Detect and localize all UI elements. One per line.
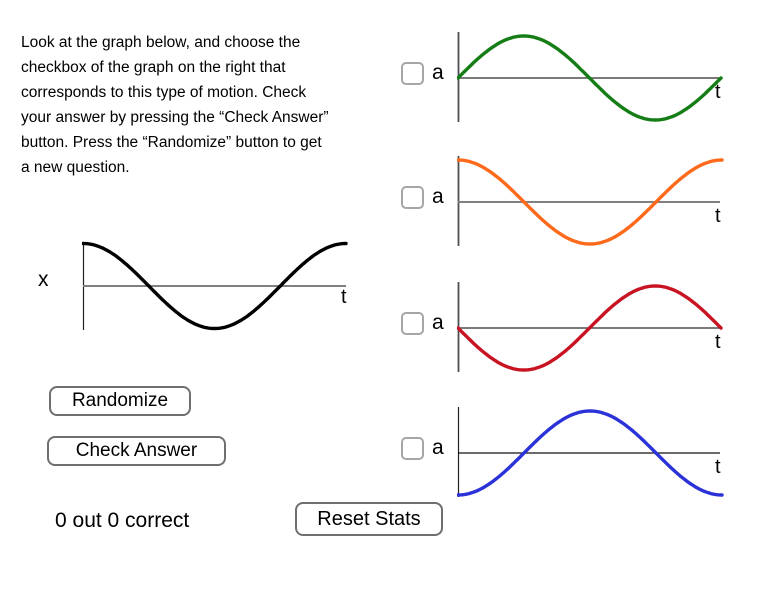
curve-line	[457, 284, 723, 372]
score-text: 0 out 0 correct	[55, 509, 190, 532]
option-2-plot-svg	[457, 156, 724, 246]
question-plot-svg	[82, 241, 348, 331]
option-4-a-label: a	[432, 436, 444, 459]
answer-option-row-2: a t	[395, 155, 735, 249]
option-1-a-label: a	[432, 61, 444, 84]
answer-option-row-3: a t	[395, 281, 735, 375]
option-2-checkbox[interactable]	[401, 186, 424, 209]
option-1-t-label: t	[715, 81, 721, 103]
option-3-plot-svg	[457, 282, 723, 372]
option-2-a-label: a	[432, 185, 444, 208]
option-1-plot-svg	[457, 32, 723, 122]
curve-line	[82, 241, 348, 331]
option-4-checkbox[interactable]	[401, 437, 424, 460]
question-graph-y-label: x	[38, 268, 49, 291]
option-3-t-label: t	[715, 331, 721, 353]
randomize-button[interactable]: Randomize	[49, 386, 191, 416]
question-graph-t-label: t	[341, 286, 347, 308]
option-4-plot-svg	[457, 407, 724, 497]
curve-line	[457, 409, 724, 497]
option-3-checkbox[interactable]	[401, 312, 424, 335]
option-4-t-label: t	[715, 456, 721, 478]
instructions-text: Look at the graph below, and choose the …	[21, 34, 329, 176]
reset-stats-button[interactable]: Reset Stats	[295, 502, 443, 536]
option-3-a-label: a	[432, 311, 444, 334]
answer-option-row-4: a t	[395, 406, 735, 500]
curve-line	[457, 158, 724, 246]
answer-option-row-1: a t	[395, 31, 735, 125]
curve-line	[457, 34, 723, 122]
check-answer-button[interactable]: Check Answer	[47, 436, 226, 466]
option-2-t-label: t	[715, 205, 721, 227]
option-1-checkbox[interactable]	[401, 62, 424, 85]
question-graph: x t	[30, 238, 370, 338]
